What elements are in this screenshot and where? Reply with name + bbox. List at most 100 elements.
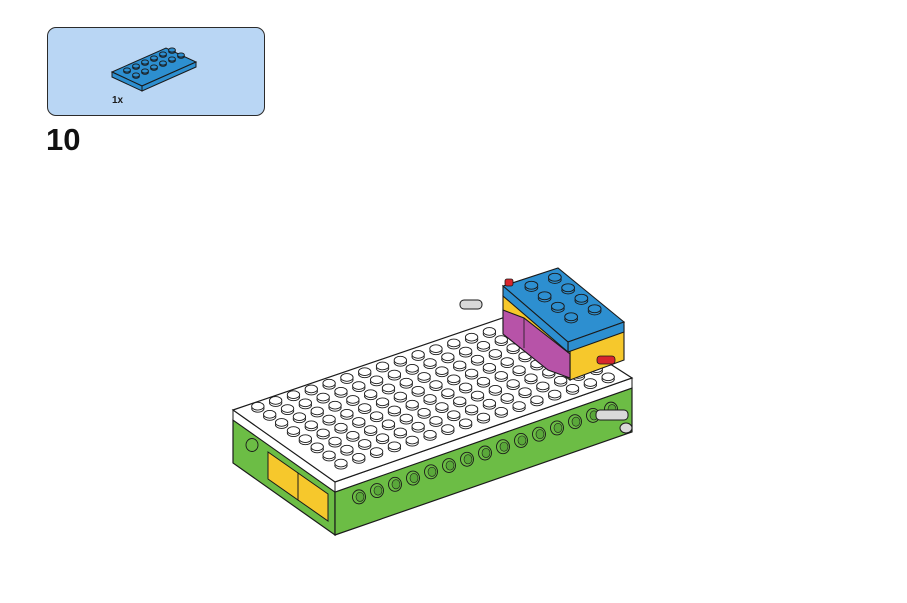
plate-stud [280, 404, 295, 416]
plate-stud [399, 377, 413, 389]
plate-stud [328, 436, 342, 448]
blue-stud [524, 280, 539, 292]
plate-stud [411, 386, 425, 397]
plate-stud [417, 408, 431, 419]
plate-stud [141, 59, 149, 66]
plate-stud [459, 346, 473, 358]
plate-stud [340, 373, 354, 384]
plate-stud [375, 361, 390, 373]
plate-stud [159, 60, 167, 67]
plate-stud [565, 384, 580, 395]
plate-stud [358, 367, 372, 379]
parts-callout: 1x [47, 27, 265, 116]
plate-stud [387, 441, 402, 453]
plate-stud [304, 384, 318, 396]
blue-brick-studs [524, 272, 602, 324]
plate-stud [141, 68, 149, 75]
plate-stud [334, 458, 348, 470]
plate-stud [423, 394, 437, 405]
plate-stud [512, 401, 526, 413]
plate-stud [447, 374, 461, 386]
front-axle [595, 409, 633, 434]
plate-stud [524, 373, 538, 385]
plate-stud [459, 382, 473, 394]
base-sides [232, 377, 633, 537]
plate-stud [346, 395, 360, 406]
beam-hole [245, 438, 259, 452]
plate-stud [435, 366, 449, 378]
plate-stud [482, 398, 497, 410]
blue-stud [587, 304, 602, 316]
plate-stud [488, 349, 502, 360]
blue-stud [548, 272, 562, 284]
plate-stud [405, 399, 419, 411]
plate-stud [476, 376, 491, 388]
plate-stud [601, 372, 615, 384]
plate-stud [506, 379, 520, 391]
plate-stud [470, 390, 485, 402]
rear-axle [459, 299, 483, 310]
plate-stud [177, 52, 185, 59]
plate-stud [322, 414, 336, 426]
plate-stud [536, 381, 550, 393]
plate-stud [441, 424, 455, 436]
plate-stud [292, 412, 307, 424]
plate-stud [447, 410, 461, 422]
plate-stud [583, 378, 597, 390]
plate-stud [352, 417, 366, 428]
plate-stud [269, 396, 283, 407]
plate-stud [274, 418, 289, 429]
plate-stud [488, 385, 502, 396]
plate-stud [447, 338, 461, 350]
plate-stud [464, 404, 479, 416]
blue-stud [574, 293, 589, 305]
plate-stud [334, 387, 348, 398]
plate-stud [334, 422, 348, 434]
plate-stud [387, 369, 402, 381]
blue-stud [564, 312, 578, 324]
plate-stud [464, 368, 479, 380]
plate-stud [168, 47, 176, 54]
plate-stud [453, 360, 467, 372]
white-plate-studs [251, 327, 615, 470]
plate-stud [542, 367, 556, 379]
step-number: 10 [46, 122, 81, 157]
yellow-connector-2 [297, 472, 329, 522]
plate-stud [358, 439, 372, 450]
plate-stud [494, 335, 508, 347]
green-beam-holes [245, 401, 618, 505]
plate-stud [304, 420, 318, 432]
red-pin-2 [504, 278, 514, 287]
plate-stud [251, 401, 265, 413]
plate-stud [316, 428, 330, 440]
plate-stud [168, 56, 176, 63]
plate-stud [352, 453, 366, 464]
plate-stud [399, 413, 413, 425]
plate-stud [286, 390, 301, 402]
plate-stud [340, 409, 354, 420]
plate-stud [369, 411, 384, 423]
plate-stud [328, 400, 342, 412]
plate-stud [417, 372, 431, 383]
plate-stud [381, 419, 396, 431]
upper-assembly [501, 267, 626, 382]
plate-stud [459, 418, 473, 430]
plate-stud [132, 72, 140, 79]
plate-stud [405, 435, 419, 447]
plate-stud [298, 398, 312, 410]
plate-stud [476, 341, 491, 352]
plate-stud [132, 63, 140, 70]
plate-stud [150, 55, 158, 62]
plate-stud [263, 410, 277, 421]
plate-stud [411, 421, 425, 433]
plate-stud [441, 388, 455, 400]
plate-stud [322, 450, 336, 462]
plate-stud [159, 51, 167, 58]
plate-stud [364, 389, 378, 401]
plate-stud [316, 392, 330, 404]
plate-stud [476, 412, 491, 424]
plate-stud [429, 416, 443, 427]
plate-stud [405, 364, 419, 375]
plate-stud [322, 378, 336, 390]
